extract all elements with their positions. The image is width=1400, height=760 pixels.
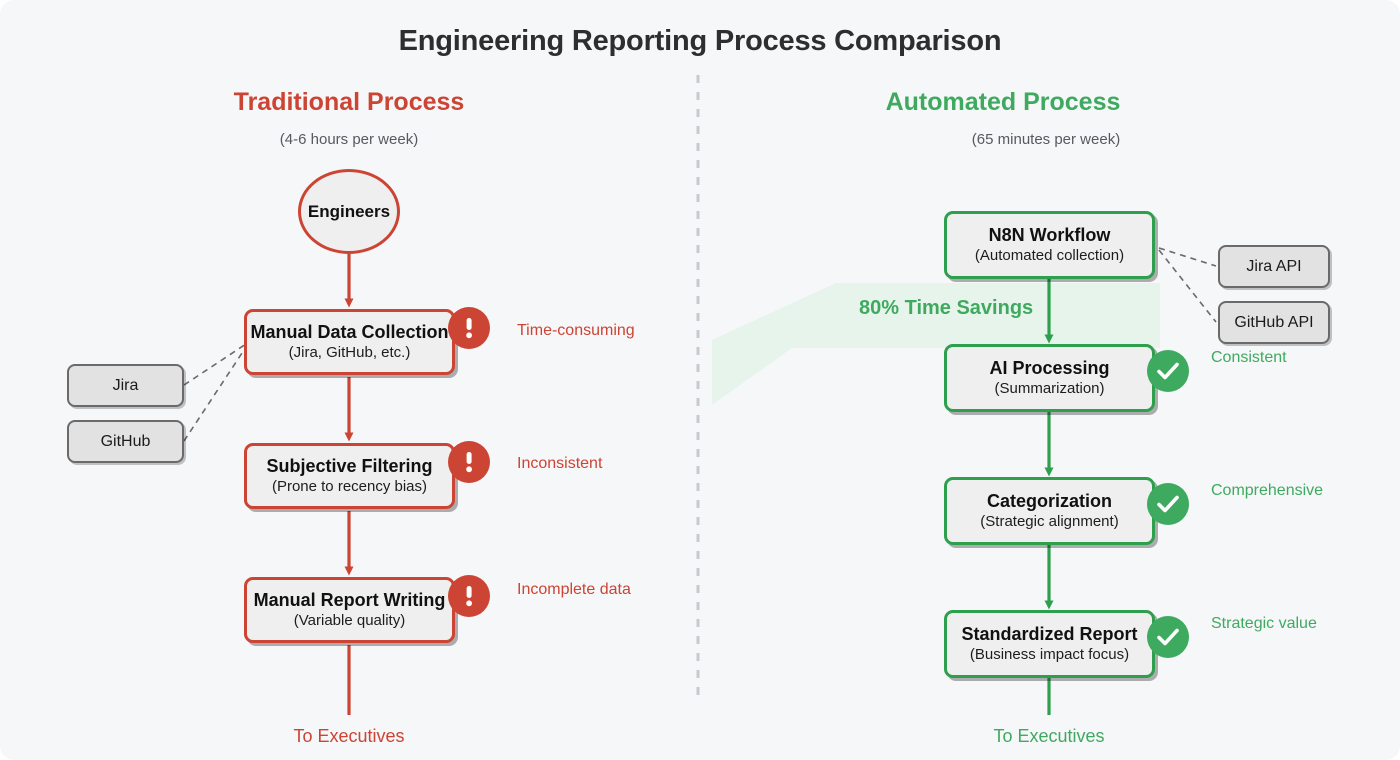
page-title: Engineering Reporting Process Comparison — [398, 25, 1002, 57]
annotation-consistent: Consistent — [1211, 349, 1287, 366]
node-engineers-label: Engineers — [307, 201, 391, 221]
node-n8n-workflow[interactable]: N8N Workflow (Automated collection) — [944, 211, 1155, 279]
node-subtitle: (Prone to recency bias) — [271, 478, 428, 496]
node-subtitle: (Business impact focus) — [969, 646, 1130, 664]
source-box-github-api[interactable]: GitHub API — [1218, 301, 1330, 344]
check-icon — [1147, 483, 1189, 525]
dashed-n8n-to-github-api — [1158, 249, 1217, 323]
automated-subheading: (65 minutes per week) — [971, 131, 1121, 148]
check-icon — [1147, 350, 1189, 392]
node-engineers[interactable]: Engineers — [298, 169, 400, 254]
node-subtitle: (Strategic alignment) — [980, 513, 1119, 531]
automated-output-label: To Executives — [993, 726, 1105, 746]
node-title: Manual Report Writing — [253, 589, 446, 610]
traditional-output-label: To Executives — [293, 726, 405, 746]
source-box-label: Jira — [112, 376, 139, 394]
node-categorization[interactable]: Categorization (Strategic alignment) — [944, 477, 1155, 545]
node-title: Standardized Report — [961, 623, 1138, 644]
node-subtitle: (Jira, GitHub, etc.) — [288, 344, 411, 362]
node-standardized-report[interactable]: Standardized Report (Business impact foc… — [944, 610, 1155, 678]
node-title: AI Processing — [989, 357, 1110, 378]
dashed-jira-to-collection — [183, 343, 247, 386]
warning-icon — [448, 307, 490, 349]
annotation-strategic-value: Strategic value — [1211, 615, 1317, 632]
node-subtitle: (Summarization) — [994, 380, 1105, 398]
warning-icon — [448, 575, 490, 617]
node-manual-report-writing[interactable]: Manual Report Writing (Variable quality) — [244, 577, 455, 643]
node-manual-data-collection[interactable]: Manual Data Collection (Jira, GitHub, et… — [244, 309, 455, 375]
source-box-jira-api[interactable]: Jira API — [1218, 245, 1330, 288]
annotation-inconsistent: Inconsistent — [517, 455, 603, 472]
dashed-github-to-collection — [183, 346, 247, 442]
source-box-github[interactable]: GitHub — [67, 420, 184, 463]
node-subtitle: (Variable quality) — [293, 612, 406, 630]
node-title: Manual Data Collection — [250, 321, 449, 342]
source-box-jira[interactable]: Jira — [67, 364, 184, 407]
source-box-label: GitHub — [100, 432, 151, 450]
node-title: Subjective Filtering — [266, 455, 433, 476]
source-box-label: GitHub API — [1234, 313, 1314, 331]
traditional-heading: Traditional Process — [233, 88, 465, 116]
node-title: Categorization — [986, 490, 1112, 511]
time-savings-label: 80% Time Savings — [859, 297, 1034, 319]
source-box-label: Jira API — [1246, 257, 1302, 275]
traditional-subheading: (4-6 hours per week) — [279, 131, 419, 148]
automated-heading: Automated Process — [885, 88, 1121, 116]
annotation-comprehensive: Comprehensive — [1211, 482, 1324, 499]
warning-icon — [448, 441, 490, 483]
annotation-time-consuming: Time-consuming — [517, 322, 635, 339]
dashed-n8n-to-jira-api — [1158, 247, 1217, 267]
node-title: N8N Workflow — [988, 224, 1111, 245]
node-ai-processing[interactable]: AI Processing (Summarization) — [944, 344, 1155, 412]
node-subtitle: (Automated collection) — [974, 247, 1125, 265]
check-icon — [1147, 616, 1189, 658]
node-subjective-filtering[interactable]: Subjective Filtering (Prone to recency b… — [244, 443, 455, 509]
annotation-incomplete-data: Incomplete data — [517, 581, 631, 598]
